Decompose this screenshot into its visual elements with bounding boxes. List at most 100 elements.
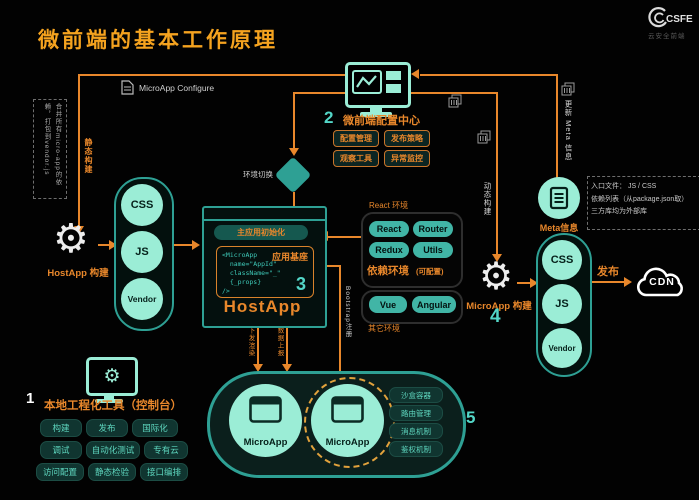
arrow-into-left-bundle: [109, 240, 117, 250]
meta-info-label: Meta信息: [539, 223, 579, 233]
console-monitor-icon: ⚙: [86, 357, 138, 396]
access-config-button[interactable]: 访问配置: [36, 463, 84, 481]
line-dispatch: [257, 324, 259, 364]
step-4: 4: [490, 306, 501, 327]
i18n-button[interactable]: 国际化: [132, 419, 178, 437]
line-configure: [79, 74, 345, 76]
sandbox-feature[interactable]: 沙盒容器: [389, 387, 443, 403]
line-env-down2: [293, 192, 295, 213]
dispatch-label: 下发渲染: [247, 327, 254, 357]
line-dynamic: [408, 92, 497, 94]
line-env: [294, 92, 345, 94]
line-bootstrap-top: [319, 265, 341, 267]
microapp-build-label: MicroApp 构建: [466, 301, 532, 312]
micro-js-circle: JS: [542, 284, 582, 324]
hostapp-name: HostApp: [223, 297, 302, 316]
meta-info-circle: [538, 177, 580, 219]
console-monitor-stand: [104, 393, 114, 399]
routing-feature[interactable]: 路由管理: [389, 405, 443, 421]
microapp-label-2: MicroApp: [325, 437, 370, 448]
config-center-monitor-icon: [345, 62, 411, 108]
auto-test-button[interactable]: 自动化测试: [86, 441, 140, 459]
micro-css-circle: CSS: [542, 240, 582, 280]
dynamic-build-label: 动态构建: [483, 182, 492, 216]
microapp-label-1: MicroApp: [243, 437, 288, 448]
dep-env-caption: 依赖环境: [367, 265, 409, 277]
line-publish: [590, 281, 626, 283]
arrow-into-hostapp: [192, 240, 200, 250]
exception-monitor-button[interactable]: 异常监控: [384, 150, 430, 167]
angular-pill[interactable]: Angular: [412, 296, 456, 313]
page-title: 微前端的基本工作原理: [38, 29, 278, 52]
config-manage-button[interactable]: 配置管理: [333, 130, 379, 147]
vendor-merge-note: 合并所有micro-app的依赖，打包到vendor.js: [33, 99, 67, 199]
vue-pill[interactable]: Vue: [369, 296, 407, 313]
report-label: 数据上报: [276, 327, 283, 357]
meta-note-external: 三方库均为外部库: [591, 208, 647, 216]
static-check-button[interactable]: 静态检验: [88, 463, 136, 481]
react-pill[interactable]: React: [369, 221, 409, 237]
logo-brand: CSFE: [666, 14, 693, 25]
build-button[interactable]: 构建: [40, 419, 82, 437]
active-microapp-dashed-ring: [304, 377, 395, 468]
line-meta-up: [556, 74, 558, 178]
console-title: 本地工程化工具（控制台）: [44, 400, 182, 412]
hostapp-build-label: HostApp 构建: [47, 268, 109, 279]
host-js-circle: JS: [121, 231, 163, 273]
release-button[interactable]: 发布: [86, 419, 128, 437]
arrow-report: [282, 364, 292, 372]
private-cloud-button[interactable]: 专有云: [144, 441, 188, 459]
line-gear-bundle-right: [517, 282, 533, 284]
copy-stack-icon: [448, 94, 462, 108]
step-2: 2: [324, 108, 334, 127]
router-pill[interactable]: Router: [413, 221, 453, 237]
messaging-feature[interactable]: 消息机制: [389, 423, 443, 439]
host-css-circle: CSS: [121, 184, 163, 226]
line-bundle-host: [172, 244, 194, 246]
hostapp-build-gear-icon: ⚙: [53, 217, 89, 261]
observe-tools-button[interactable]: 观察工具: [333, 150, 379, 167]
main-app-init-pill[interactable]: 主应用初始化: [214, 225, 308, 240]
redux-pill[interactable]: Redux: [369, 242, 409, 258]
step-5: 5: [466, 408, 476, 427]
arrow-to-config-center: [411, 69, 419, 79]
line-bootstrap-down: [339, 265, 341, 378]
env-switch-diamond: [274, 156, 312, 194]
line-dynamic-down: [496, 92, 498, 254]
hostapp-box-titlebar: [204, 208, 325, 221]
microapp-circle-2[interactable]: MicroApp: [311, 384, 384, 457]
line-env-down1: [293, 92, 295, 148]
window-icon: [249, 396, 282, 423]
step-3: 3: [295, 274, 306, 294]
micro-vendor-circle: Vendor: [542, 328, 582, 368]
release-strategy-button[interactable]: 发布策略: [384, 130, 430, 147]
arrow-into-cdn: [624, 277, 632, 287]
microapp-configure-label: MicroApp Configure: [139, 83, 215, 93]
meta-note-entry: 入口文件： JS / CSS: [591, 183, 657, 190]
microapp-circle-1: MicroApp: [229, 384, 302, 457]
line-react-host: [327, 236, 361, 238]
bootstrap-label: Bootstrap注册: [344, 286, 351, 338]
api-orchestration-button[interactable]: 接口编排: [140, 463, 188, 481]
line-report: [286, 324, 288, 364]
other-env-label: 其它环境: [368, 324, 400, 333]
line-meta-top: [420, 74, 557, 76]
line-gear-bundle-left: [98, 244, 112, 246]
arrow-to-diamond: [289, 148, 299, 156]
step-1: 1: [26, 390, 35, 407]
app-base-code-box: <MicroApp name="AppId" className="_" {_p…: [216, 246, 314, 298]
arrow-to-micro-gear: [492, 254, 502, 262]
arrow-into-right-bundle: [530, 278, 538, 288]
monitor-base: [360, 112, 392, 117]
meta-notes-box: 入口文件： JS / CSS 依赖列表（从package.json取） 三方库均…: [587, 176, 699, 230]
meta-note-deps: 依赖列表（从package.json取）: [591, 195, 689, 203]
console-monitor-base: [95, 399, 123, 403]
cdn-label: CDN: [649, 276, 675, 288]
config-center-title: 微前端配置中心: [343, 115, 420, 127]
csfe-logo-icon: [648, 7, 667, 28]
auth-feature[interactable]: 鉴权机制: [389, 441, 443, 457]
debug-button[interactable]: 调试: [40, 441, 82, 459]
utils-pill[interactable]: Utils: [413, 242, 453, 258]
cdn-cloud-icon: [636, 267, 683, 297]
